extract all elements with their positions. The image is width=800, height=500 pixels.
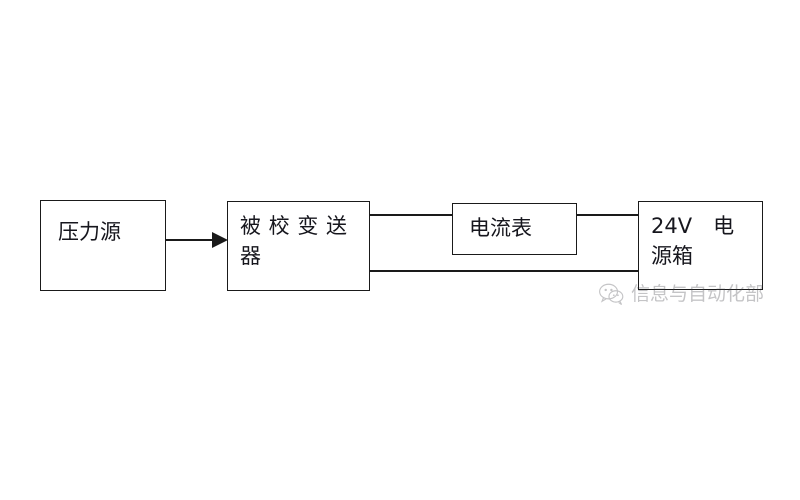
connector-ammeter-to-power-supply — [577, 214, 639, 216]
block-pressure-source: 压力源 — [40, 200, 166, 291]
block-pressure-source-label: 压力源 — [58, 220, 121, 244]
block-power-supply: 24V 电 源箱 — [638, 201, 763, 290]
block-transmitter-label: 被 校 变 送 器 — [240, 214, 348, 268]
block-ammeter-label: 电流表 — [469, 216, 532, 240]
block-power-supply-label: 24V 电 源箱 — [651, 214, 735, 268]
block-ammeter: 电流表 — [452, 203, 577, 255]
connector-transmitter-to-ammeter — [370, 214, 453, 216]
block-transmitter: 被 校 变 送 器 — [227, 201, 370, 291]
arrowhead-icon — [212, 232, 228, 248]
connector-source-to-transmitter — [166, 239, 218, 241]
connector-transmitter-to-power-supply-return — [370, 270, 639, 272]
wechat-logo-icon — [599, 283, 624, 306]
